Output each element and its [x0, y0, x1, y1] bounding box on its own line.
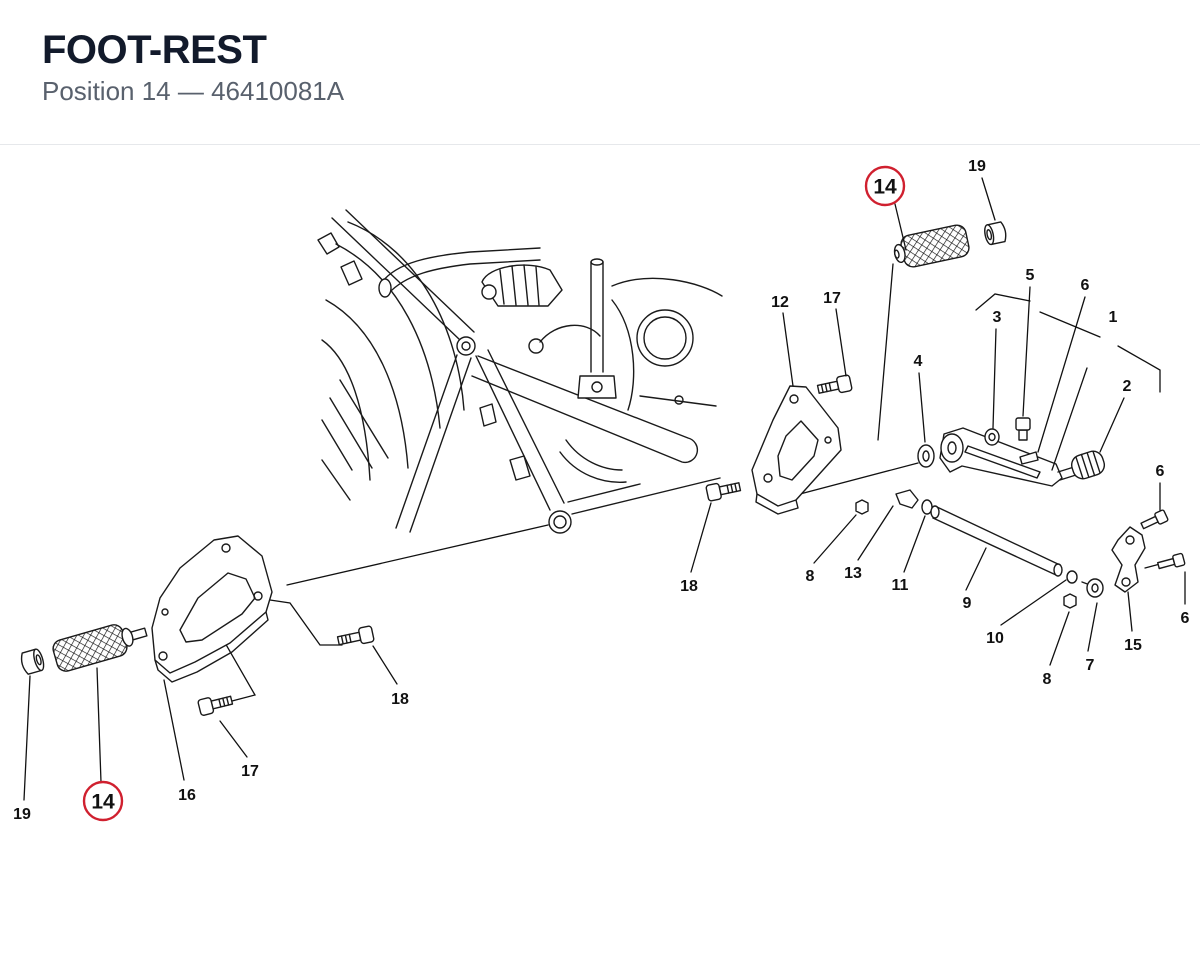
callout-14-right[interactable]: 14: [873, 176, 897, 199]
callout-2[interactable]: 2: [1123, 378, 1132, 395]
callout-12[interactable]: 12: [771, 294, 789, 311]
highlight-ring-left: [82, 780, 124, 822]
callout-leader-lines: [23, 177, 1186, 801]
callout-19-right[interactable]: 19: [968, 158, 986, 175]
bolt-right-upper: [816, 374, 853, 394]
callout-4[interactable]: 4: [914, 353, 923, 370]
page-subtitle: Position 14 — 46410081A: [42, 76, 345, 106]
bracket-left: [151, 535, 273, 683]
callout-15[interactable]: 15: [1124, 637, 1142, 654]
callout-10[interactable]: 10: [986, 630, 1004, 647]
cap-right: [984, 221, 1007, 246]
callout-6-right[interactable]: 6: [1156, 463, 1165, 480]
callout-17-right[interactable]: 17: [823, 290, 841, 307]
callout-11[interactable]: 11: [892, 577, 909, 594]
cap-left: [20, 648, 45, 675]
bolt-left-upper: [336, 625, 375, 646]
callout-8-lower[interactable]: 8: [1043, 671, 1052, 688]
callout-6-top[interactable]: 6: [1081, 277, 1090, 294]
bolt-right-lower: [705, 482, 742, 502]
frame-and-engine-drawing: [317, 209, 723, 534]
highlight-ring-right: [864, 165, 906, 207]
callout-16[interactable]: 16: [178, 787, 196, 804]
callouts: 14 19 12 17 5 6 3 1 4 2 6 18 8 13 11 9 6…: [13, 158, 1189, 823]
callout-14-left[interactable]: 14: [91, 791, 115, 814]
page-header: FOOT-REST Position 14 — 46410081A: [0, 0, 1200, 145]
bracket-right: [751, 385, 842, 515]
callout-3[interactable]: 3: [993, 309, 1002, 326]
bolt-left-lower: [197, 695, 234, 716]
footpeg-left: [52, 624, 148, 672]
footpeg-right: [893, 224, 970, 268]
page-title: FOOT-REST: [42, 28, 267, 72]
callout-18-left[interactable]: 18: [391, 691, 409, 708]
gear-lever-assembly: [855, 417, 1186, 609]
callout-13[interactable]: 13: [844, 565, 862, 582]
callout-9[interactable]: 9: [963, 595, 972, 612]
callout-19-left[interactable]: 19: [13, 806, 31, 823]
callout-6-bottom[interactable]: 6: [1181, 610, 1190, 627]
callout-7[interactable]: 7: [1086, 657, 1095, 674]
callout-18-right[interactable]: 18: [680, 578, 698, 595]
callout-17-left[interactable]: 17: [241, 763, 259, 780]
callout-1[interactable]: 1: [1109, 309, 1118, 326]
callout-8-upper[interactable]: 8: [806, 568, 815, 585]
callout-5[interactable]: 5: [1026, 267, 1035, 284]
